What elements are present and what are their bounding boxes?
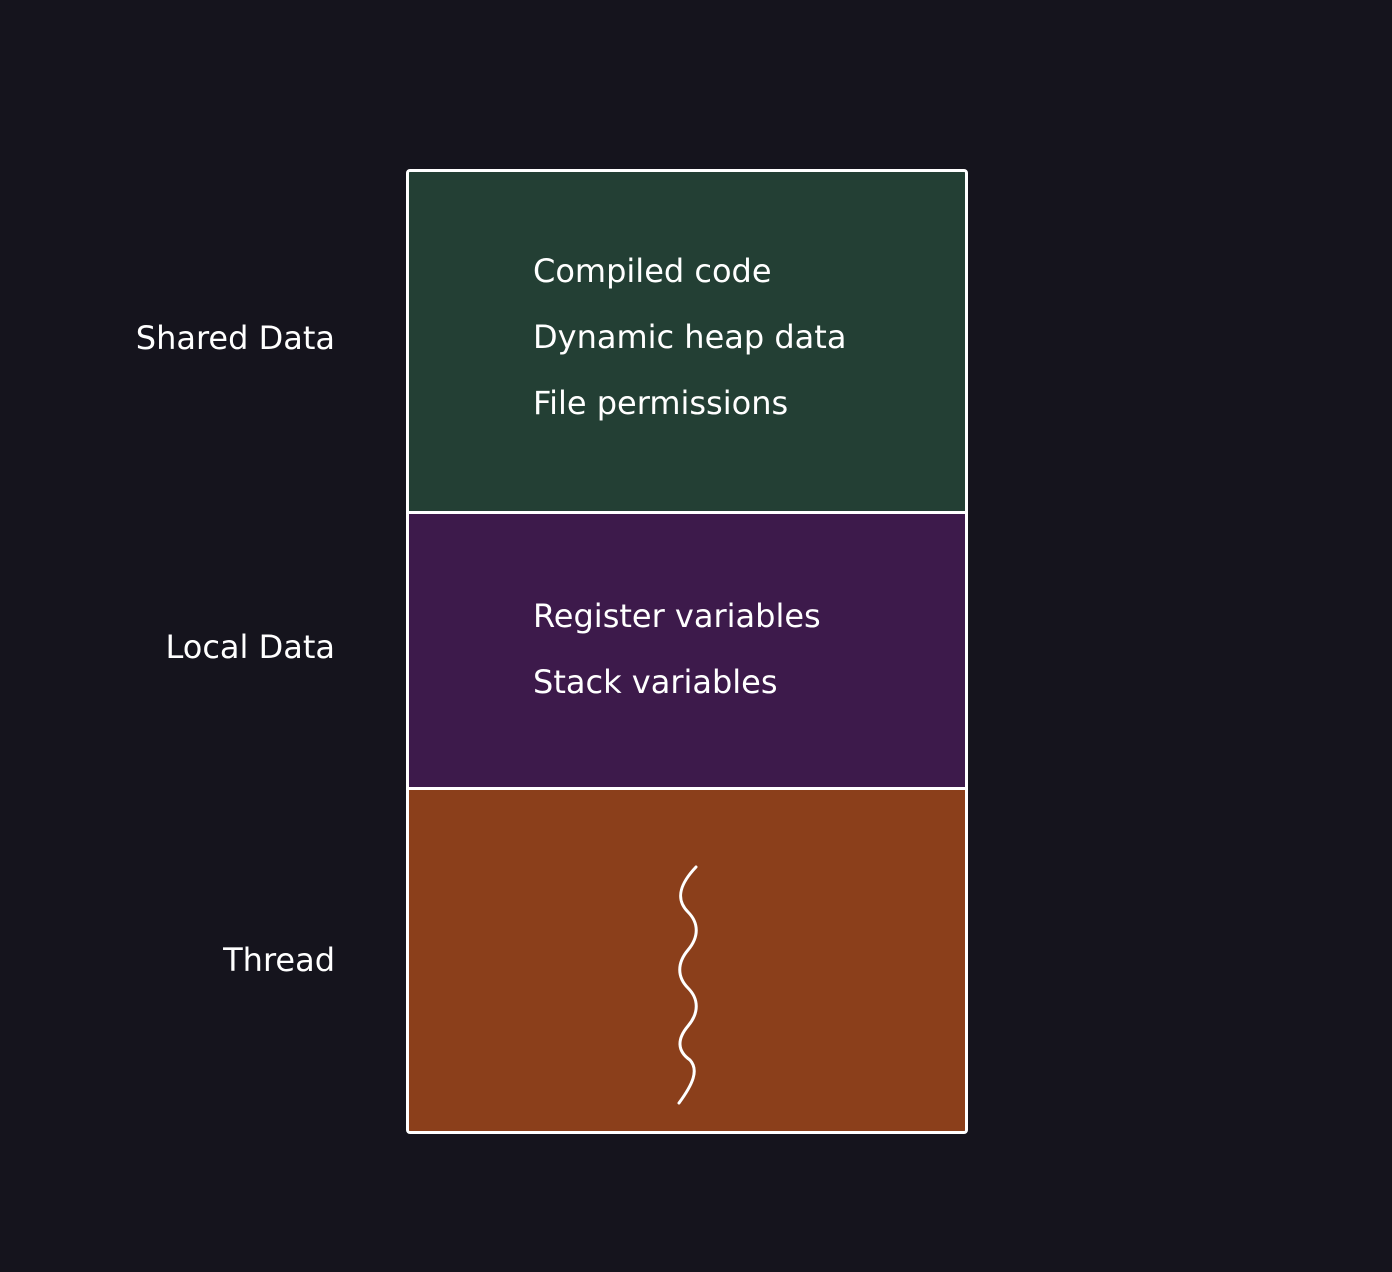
shared-data-section: Compiled code Dynamic heap data File per… [409,172,965,514]
local-item-register-variables: Register variables [533,597,821,635]
shared-data-label: Shared Data [135,319,335,357]
shared-item-file-permissions: File permissions [533,384,789,422]
shared-item-compiled-code: Compiled code [533,252,772,290]
wavy-thread-icon [677,865,698,1105]
local-data-label: Local Data [165,628,335,666]
thread-section [409,790,965,1131]
shared-item-heap-data: Dynamic heap data [533,318,847,356]
thread-memory-stack: Compiled code Dynamic heap data File per… [406,169,968,1134]
local-item-stack-variables: Stack variables [533,663,778,701]
thread-label: Thread [223,941,335,979]
local-data-section: Register variables Stack variables [409,514,965,790]
